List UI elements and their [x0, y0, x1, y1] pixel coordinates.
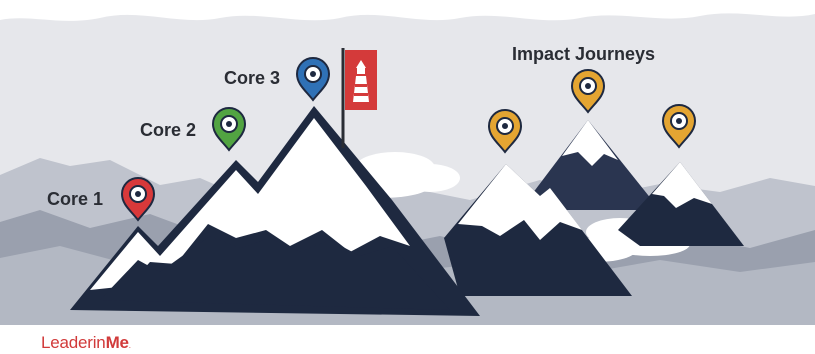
core-3-label: Core 3	[224, 68, 281, 88]
logo-text-leader: Leader	[41, 333, 93, 352]
core-mountain-shadow	[100, 236, 450, 310]
map-pin-red-icon	[120, 177, 156, 222]
map-pin-gold-icon	[487, 109, 523, 154]
logo-text-in: in	[92, 333, 106, 352]
map-pin-gold-icon	[570, 69, 606, 114]
logo-mark: .	[128, 341, 131, 350]
impact-mountain-back	[520, 120, 660, 210]
lighthouse-icon	[353, 60, 369, 102]
core-2-label: Core 2	[140, 120, 197, 140]
logo-text-me: Me	[105, 333, 129, 352]
bottom-strip	[0, 325, 815, 354]
impact-mountain-left-snow	[458, 164, 582, 240]
map-pin-green-icon	[211, 107, 247, 152]
impact-mountain-right-snow	[652, 162, 712, 208]
impact-journeys-label: Impact Journeys	[512, 44, 656, 64]
core-1-label: Core 1	[47, 189, 104, 209]
map-pin-blue-icon	[295, 57, 331, 102]
core-mountain-snow	[90, 118, 410, 290]
impact-mountain-back-snow	[562, 120, 618, 166]
map-pin-gold-icon	[661, 104, 697, 149]
top-cloud-band	[0, 0, 815, 21]
leader-in-me-logo: LeaderinMe.	[41, 334, 131, 351]
